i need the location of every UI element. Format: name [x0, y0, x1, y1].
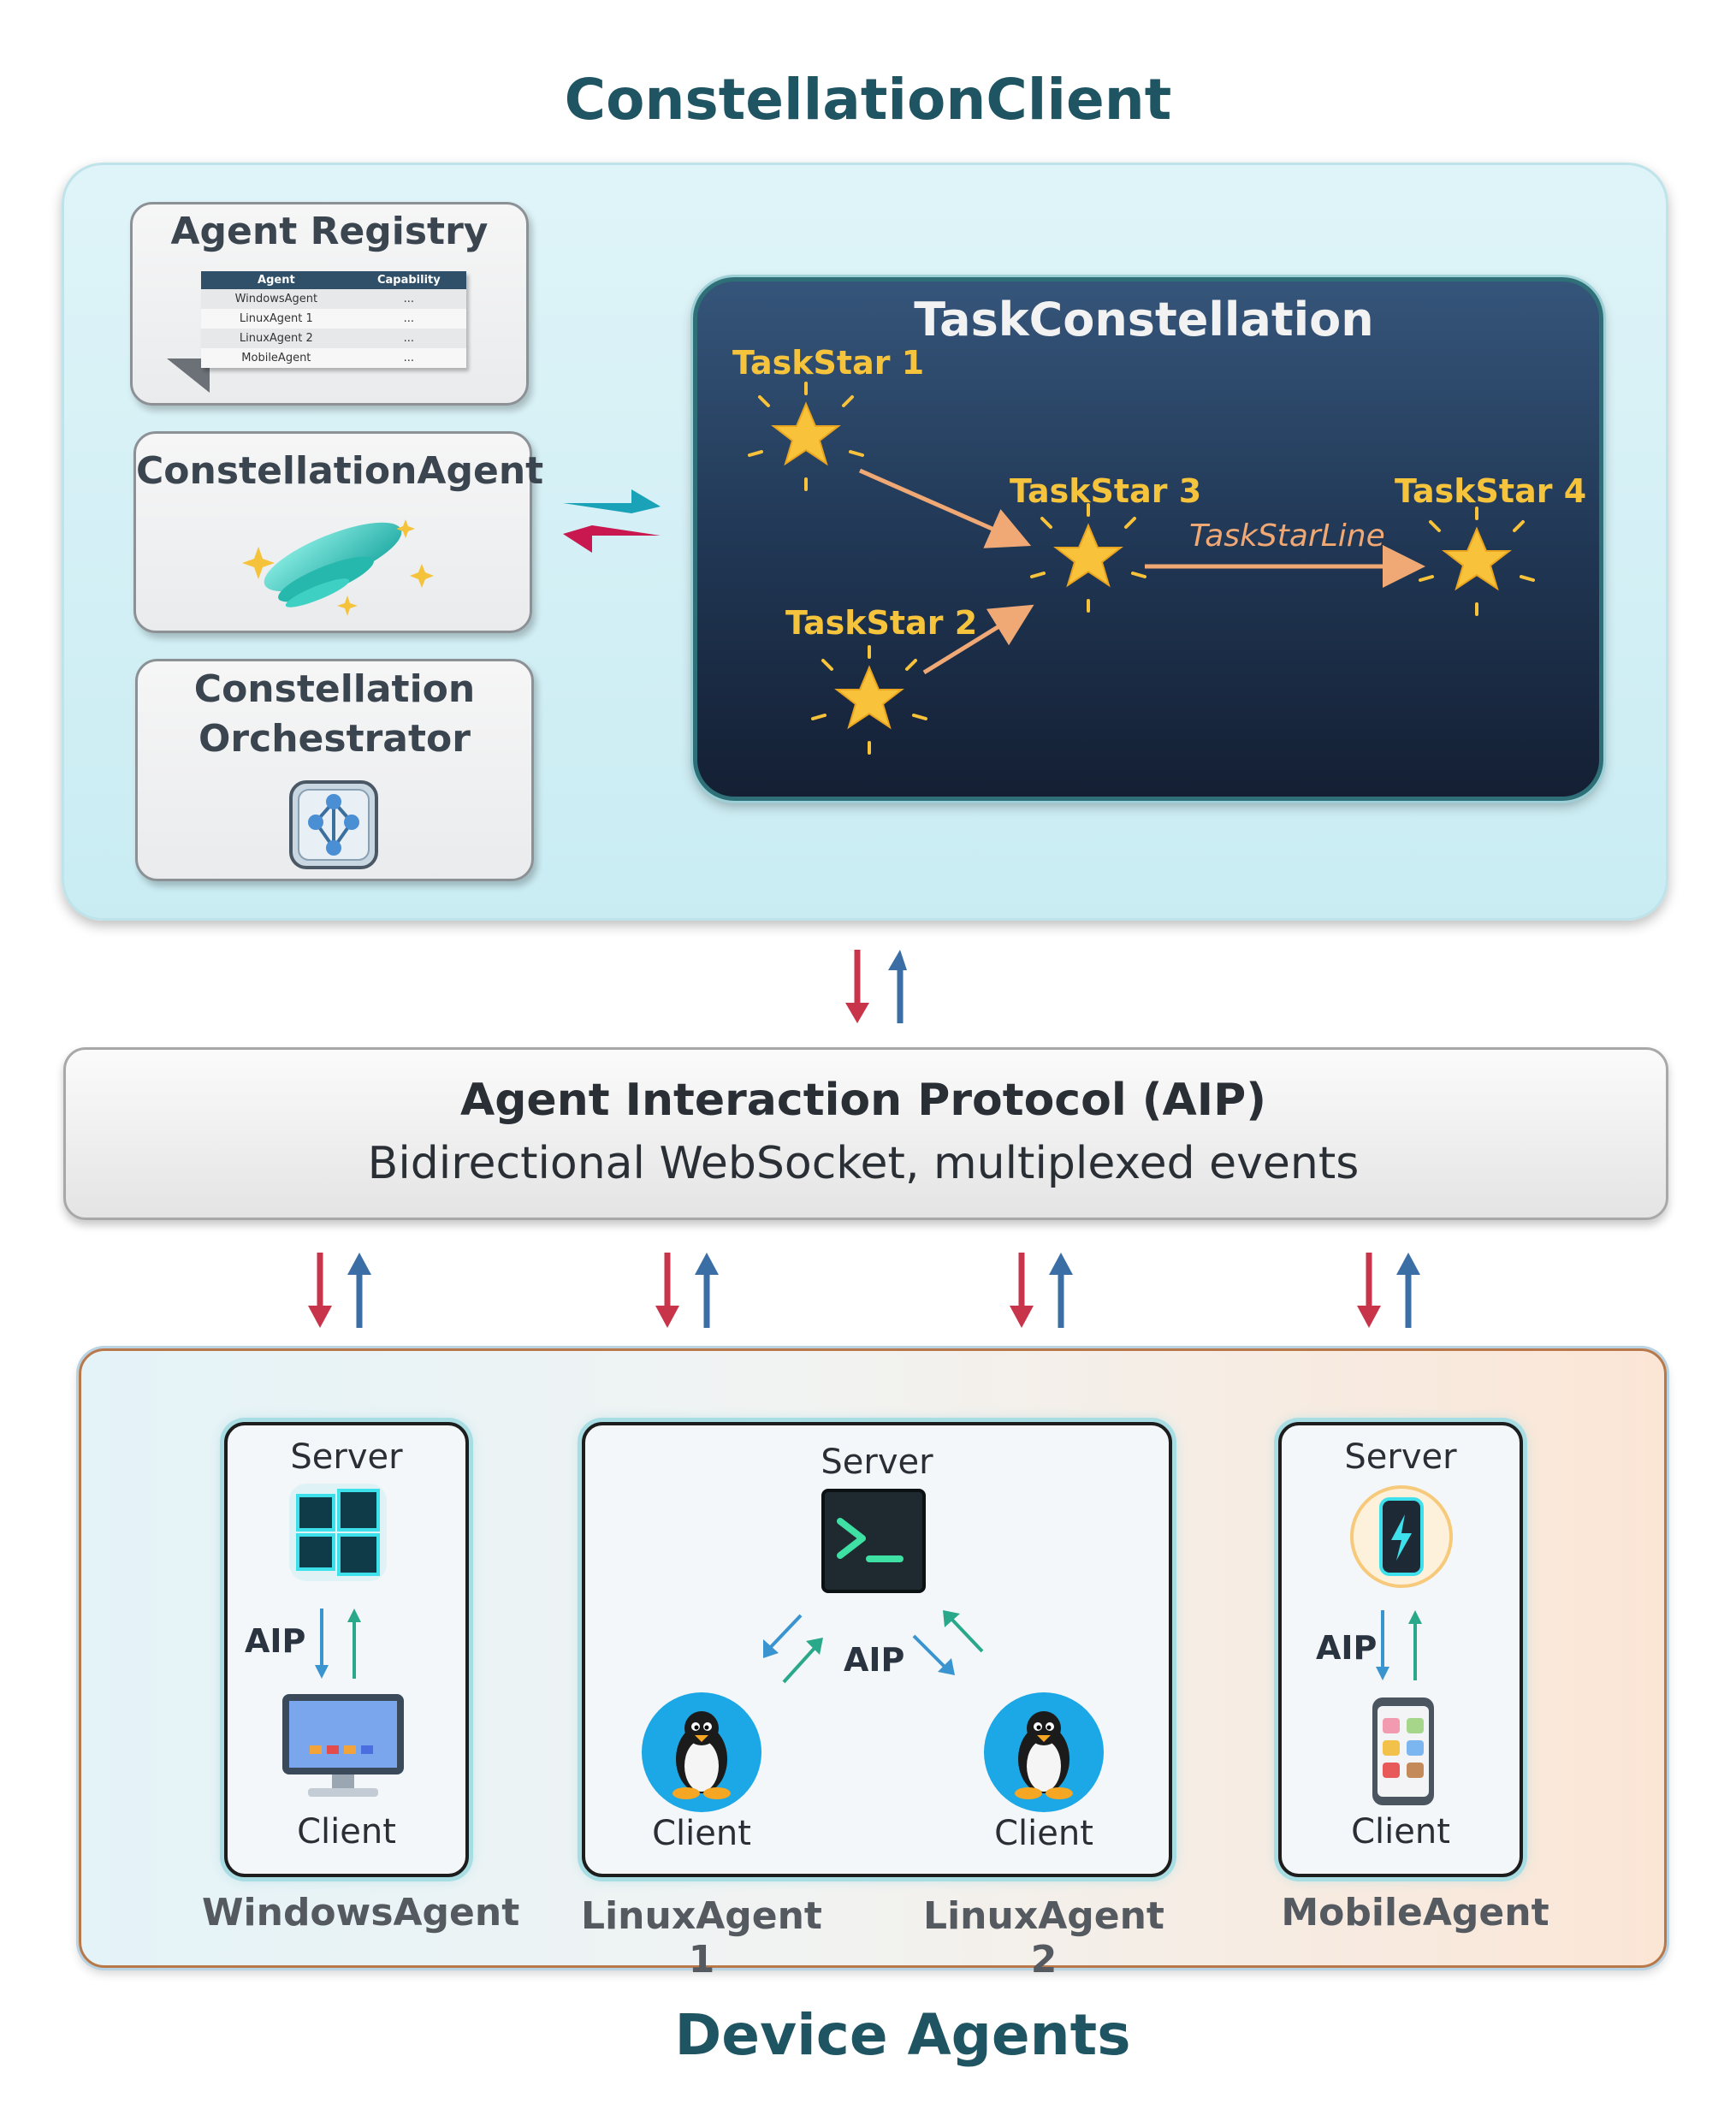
windows-aip-arrows-icon [315, 1609, 361, 1679]
linux-agent2-name: LinuxAgent 2 [923, 1894, 1164, 1982]
orchestrator-title-line1: Constellation [193, 667, 476, 711]
mobile-client-label: Client [1351, 1812, 1450, 1851]
agent-registry-card: Agent Registry Agent Capability WindowsA… [130, 202, 529, 406]
mobile-aip-arrows-icon [1376, 1610, 1422, 1680]
network-graph-icon [289, 780, 378, 869]
agent-registry-title: Agent Registry [170, 210, 489, 253]
ufo-icon [242, 519, 434, 616]
linux-penguin-icon [642, 1692, 761, 1812]
taskstar-4-label: TaskStar 4 [1395, 472, 1587, 510]
windows-logo-icon [289, 1484, 387, 1581]
registry-cell: MobileAgent [201, 348, 352, 368]
linux-client2-label: Client [994, 1814, 1093, 1853]
client-aip-arrows-icon [845, 950, 907, 1023]
arrow-pair-mobile [1357, 1253, 1420, 1328]
registry-cell: ... [351, 329, 466, 348]
taskstar-1-label: TaskStar 1 [732, 344, 925, 382]
constellation-client-title: ConstellationClient [564, 67, 1172, 133]
registry-page-fold [167, 358, 210, 393]
mobile-charging-icon [1350, 1485, 1453, 1588]
linux-client1-label: Client [652, 1814, 751, 1853]
constellation-agent-card: ConstellationAgent [133, 431, 544, 633]
linux-agent1-name: LinuxAgent 1 [581, 1894, 822, 1982]
aip-box [63, 1047, 1668, 1220]
registry-col-agent: Agent [201, 271, 352, 289]
taskstarline-label: TaskStarLine [1189, 518, 1385, 554]
linux-penguin-icon [984, 1692, 1104, 1812]
windows-aip-label: AIP [245, 1622, 306, 1660]
taskstar-3-label: TaskStar 3 [1010, 472, 1202, 510]
linux-server-label: Server [821, 1443, 933, 1482]
table-row: MobileAgent ... [201, 348, 466, 368]
aip-title: Agent Interaction Protocol (AIP) [459, 1075, 1267, 1126]
device-agents-title: Device Agents [674, 2002, 1131, 2068]
smartphone-icon [1372, 1697, 1434, 1805]
arrow-pair-linux2 [1010, 1253, 1073, 1328]
taskstar-4-icon [1419, 507, 1535, 616]
table-row: WindowsAgent ... [201, 289, 466, 309]
taskstar-line-1-3 [858, 468, 1032, 548]
windows-agent-name: WindowsAgent [202, 1891, 520, 1934]
taskstar-2-label: TaskStar 2 [785, 604, 978, 642]
task-constellation-panel [693, 277, 1603, 801]
exchange-arrows-icon [563, 489, 661, 553]
windows-client-label: Client [297, 1812, 396, 1851]
table-row: LinuxAgent 1 ... [201, 309, 466, 329]
taskstar-1-icon [748, 382, 864, 491]
mobile-server-label: Server [1344, 1437, 1457, 1477]
constellation-orchestrator-card: Constellation Orchestrator [135, 659, 534, 881]
linux-aip-arrows-icon [763, 1610, 984, 1684]
registry-cell: LinuxAgent 1 [201, 309, 352, 329]
constellation-agent-title: ConstellationAgent [136, 449, 544, 493]
registry-cell: LinuxAgent 2 [201, 329, 352, 348]
orchestrator-title: Constellation Orchestrator [138, 665, 531, 764]
registry-cell: ... [351, 289, 466, 309]
arrow-pair-linux1 [655, 1253, 719, 1328]
aip-device-arrows [308, 1253, 1420, 1328]
registry-col-capability: Capability [351, 271, 466, 289]
arrow-pair-windows [308, 1253, 371, 1328]
desktop-monitor-icon [282, 1694, 404, 1797]
registry-cell: ... [351, 309, 466, 329]
taskstar-line-2-3 [922, 604, 1034, 675]
task-constellation-graph [748, 382, 1535, 755]
registry-cell: WindowsAgent [201, 289, 352, 309]
linux-aip-label: AIP [844, 1641, 905, 1679]
agent-registry-table: Agent Capability WindowsAgent ... LinuxA… [201, 271, 466, 368]
windows-server-label: Server [290, 1437, 403, 1477]
aip-subtitle: Bidirectional WebSocket, multiplexed eve… [367, 1138, 1360, 1189]
orchestrator-title-line2: Orchestrator [198, 717, 471, 761]
mobile-agent-name: MobileAgent [1281, 1891, 1549, 1934]
task-constellation-title: TaskConstellation [914, 293, 1374, 347]
terminal-icon [821, 1489, 926, 1593]
mobile-aip-label: AIP [1316, 1629, 1378, 1667]
registry-cell: ... [351, 348, 466, 368]
table-row: LinuxAgent 2 ... [201, 329, 466, 348]
taskstar-2-icon [811, 645, 927, 755]
taskstar-3-icon [1030, 503, 1146, 613]
